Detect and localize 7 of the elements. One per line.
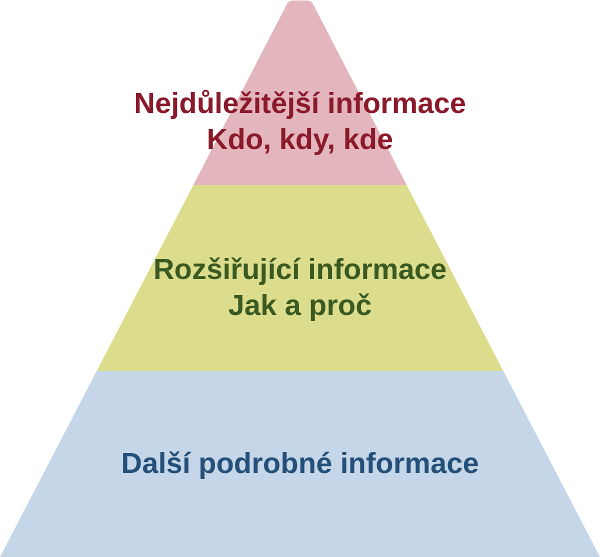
pyramid-tier	[97, 185, 503, 371]
tier-title: Rozšiřující informace	[153, 253, 447, 288]
tier-subtitle: Kdo, kdy, kde	[206, 123, 394, 158]
pyramid-tier	[0, 371, 600, 557]
tier-subtitle: Jak a proč	[228, 289, 372, 324]
tier-title: Nejdůležitější informace	[134, 87, 466, 122]
tier-title: Další podrobné informace	[121, 447, 479, 482]
